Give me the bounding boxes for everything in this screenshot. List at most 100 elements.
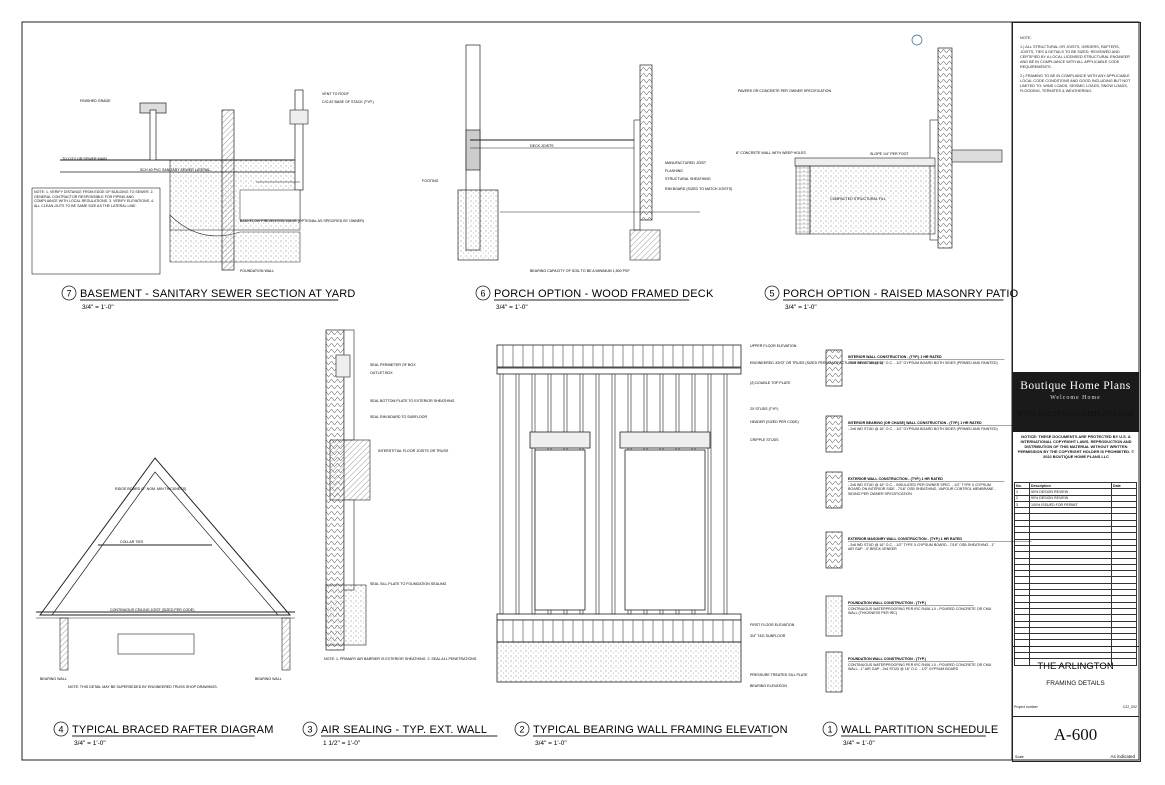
notes-heading: NOTE: xyxy=(1020,36,1032,40)
detail-scale: 3/4" = 1'-0" xyxy=(843,740,875,747)
partition-title: EXTERIOR WALL CONSTRUCTION - (TYP.) 1 HR… xyxy=(848,477,943,481)
project-number: C22_002 xyxy=(1122,705,1137,709)
air-label-bottom: SEAL BOTTOM PLATE TO EXTERIOR SHEATHING xyxy=(370,399,455,403)
floor-joists xyxy=(496,619,742,643)
detail-number-bubble xyxy=(475,285,491,301)
detail-title-text: BASEMENT - SANITARY SEWER SECTION AT YAR… xyxy=(80,288,356,300)
patio-label-fill: COMPACTED STRUCTURAL FILL xyxy=(830,197,886,201)
deck-label-soil: BEARING CAPACITY OF SOIL TO BE A MINIMUM… xyxy=(530,269,630,273)
partition-type-3: EXTERIOR WALL CONSTRUCTION - (TYP.) 1 HR… xyxy=(825,471,1005,509)
deck-label-rim: RIM BOARD (SIZED TO MATCH JOISTS) xyxy=(665,187,732,191)
sewer-label-main: TO CITY OR SEWER MAIN xyxy=(62,157,107,161)
detail-number-bubble xyxy=(514,721,530,737)
detail-4-braced-rafter: RIDGE BOARD (2" NOM. MIN THICKNESS) COLL… xyxy=(36,457,295,689)
air-label-interstitial: INTERSTITIAL FLOOR JOISTS OR TRUSS xyxy=(378,449,449,453)
project-name: THE ARLINGTON xyxy=(1037,661,1114,672)
detail-scale: 3/4" = 1'-0" xyxy=(535,740,567,747)
partition-title: INTERIOR BEARING (OR CHASE) WALL CONSTRU… xyxy=(848,421,982,425)
detail-number: 2 xyxy=(519,725,524,735)
wall-stud xyxy=(595,373,600,615)
project-info: THE ARLINGTON FRAMING DETAILS xyxy=(1012,646,1139,707)
air-label-outlet: OUTLET BOX xyxy=(370,371,393,375)
deck-label-flashing: FLASHING xyxy=(665,169,683,173)
revision-cell xyxy=(1111,494,1137,502)
patio-label-slope: SLOPE 1/4" PER FOOT xyxy=(870,152,909,156)
detail-number-bubble xyxy=(764,285,780,301)
wall-stud xyxy=(515,373,520,615)
partition-title: FOUNDATION WALL CONSTRUCTION - (TYP.) xyxy=(848,657,927,661)
revision-cell xyxy=(1111,488,1137,496)
detail-title-text: PORCH OPTION - RAISED MASONRY PATIO xyxy=(783,288,1019,300)
air-label-sill: SEAL SILL PLATE TO FOUNDATION SEALING xyxy=(370,582,447,586)
detail-title-2: 2 TYPICAL BEARING WALL FRAMING ELEVATION 3… xyxy=(514,721,788,747)
detail-number: 1 xyxy=(827,725,832,735)
sewer-label-foundation: FOUNDATION WALL xyxy=(240,269,274,273)
detail-1-partition-schedule: INTERIOR WALL CONSTRUCTION - (TYP.) 1 HR… xyxy=(825,349,1069,693)
detail-number: 6 xyxy=(480,289,485,299)
detail-3-air-sealing: SEAL PERIMETER OF BOX OUTLET BOX SEAL BO… xyxy=(324,329,477,661)
header-left xyxy=(529,431,591,449)
partition-symbol xyxy=(825,651,843,693)
detail-2-bearing-wall: UPPER FLOOR ELEVATION ENGINEERED JOIST OR… xyxy=(496,344,883,688)
detail-number: 4 xyxy=(58,725,63,735)
partition-description: - 2x4 WD STUD @ 16" O.C. - 1/2" GYPSUM B… xyxy=(848,361,998,365)
partition-description: - 2x6 WD STUD @ 16" O.C. - INSULATED PER… xyxy=(848,483,996,496)
sewer-label-lateral: SCH 40 PVC SANITARY SEWER LATERAL xyxy=(140,168,210,172)
bearing-label: BEARING ELEVATION xyxy=(750,684,787,688)
brand-logo: Boutique Home Plans Welcome Home xyxy=(1012,372,1139,432)
detail-title-text: TYPICAL BEARING WALL FRAMING ELEVATION xyxy=(533,724,788,736)
copyright-notice: NOTICE: THESE DOCUMENTS ARE PROTECTED BY… xyxy=(1017,434,1135,460)
partition-symbol xyxy=(825,595,843,637)
bearing-label: 2X STUDS (TYP.) xyxy=(750,407,779,411)
door-opening-right xyxy=(624,449,706,611)
deck-label-mfg: MANUFACTURED JOIST xyxy=(665,161,707,165)
detail-number: 7 xyxy=(66,289,71,299)
air-label-perimeter: SEAL PERIMETER OF BOX xyxy=(370,363,416,367)
header-right xyxy=(619,431,711,449)
partition-type-5: FOUNDATION WALL CONSTRUCTION - (TYP.)CON… xyxy=(825,595,991,637)
air-note: NOTE: 1. PRIMARY AIR BARRIER IS EXTERIOR… xyxy=(324,657,477,661)
rafter-label-bearing-right: BEARING WALL xyxy=(255,677,282,681)
partition-symbol xyxy=(825,415,843,453)
partition-description: - 2x6 WD STUD @ 16" O.C. - 1/2" GYPSUM B… xyxy=(848,427,998,431)
sheet-title: FRAMING DETAILS xyxy=(1046,680,1105,687)
partition-symbol xyxy=(825,471,843,509)
detail-scale: 3/4" = 1'-0" xyxy=(82,304,114,311)
partition-type-4: EXTERIOR MASONRY WALL CONSTRUCTION - (TY… xyxy=(825,531,1032,569)
sewer-label-co: C/O AT BASE OF STACK (TYP.) xyxy=(322,100,374,104)
scale-label: Scale xyxy=(1015,755,1024,759)
partition-description: CONTINUOUS WATERPROOFING PER IRC R406.1.… xyxy=(848,663,992,672)
bearing-label: UPPER FLOOR ELEVATION xyxy=(750,344,797,348)
detail-number-bubble xyxy=(302,721,318,737)
note-2: 2.) FRAMING TO BE IN COMPLIANCE WITH ANY… xyxy=(1020,74,1131,93)
detail-scale: 3/4" = 1'-0" xyxy=(74,740,106,747)
double-top-plate xyxy=(496,367,742,375)
detail-title-text: AIR SEALING - TYP. EXT. WALL xyxy=(321,724,487,736)
brand-name: Boutique Home Plans xyxy=(1020,380,1131,392)
wall-stud xyxy=(723,373,728,615)
partition-title: INTERIOR WALL CONSTRUCTION - (TYP.) 1 HR… xyxy=(848,355,942,359)
detail-number: 5 xyxy=(769,289,774,299)
patio-label-wall: 8" CONCRETE WALL WITH WEEP HOLES xyxy=(736,151,806,155)
rafter-label-collar: COLLAR TIES xyxy=(120,540,144,544)
detail-7-sewer-section: TO CITY OR SEWER MAIN SCH 40 PVC SANITAR… xyxy=(31,89,374,275)
detail-title-5: 5 PORCH OPTION - RAISED MASONRY PATIO 3/4"… xyxy=(764,285,1019,311)
bearing-label: ENGINEERED JOIST OR TRUSS (SIZED PER MAN… xyxy=(750,361,883,365)
wall-stud xyxy=(707,373,712,615)
detail-scale: 3/4" = 1'-0" xyxy=(785,304,817,311)
partition-type-1: INTERIOR WALL CONSTRUCTION - (TYP.) 1 HR… xyxy=(825,349,1005,387)
revision-cell xyxy=(1111,658,1137,666)
detail-number-bubble xyxy=(61,285,77,301)
bearing-label: CRIPPLE STUDS xyxy=(750,438,779,442)
detail-number: 3 xyxy=(307,725,312,735)
rafter-label-bearing-left: BEARING WALL xyxy=(40,677,67,681)
upper-floor-joists xyxy=(496,344,742,368)
patio-label-pavers: PAVERS OR CONCRETE PER OWNER SPECIFICATI… xyxy=(738,89,831,93)
